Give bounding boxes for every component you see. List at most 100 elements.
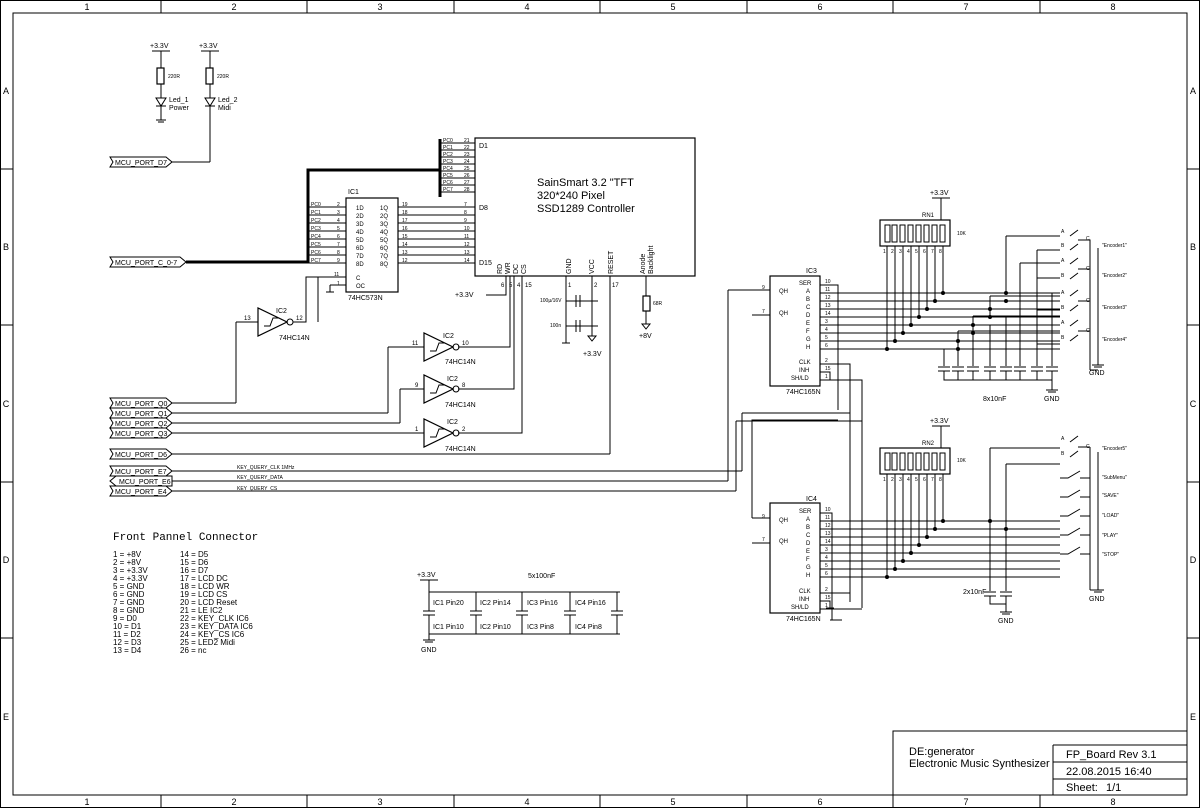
pin-number: 10 (825, 507, 831, 513)
pin-label: B (806, 525, 810, 531)
power-label: +3.3V (417, 572, 436, 579)
pin-number: 10 (464, 226, 470, 232)
pin-number: 7 (931, 249, 934, 255)
pin-label: B (1061, 273, 1065, 279)
pin-number: 1 (568, 283, 572, 289)
ic-name: RN2 (922, 441, 935, 447)
pin-number: 1 (883, 477, 886, 483)
pin-number: 17 (402, 218, 408, 224)
pin-label: 7D (356, 254, 364, 260)
sheet-label: Sheet: (1066, 782, 1098, 794)
power-label: +3.3V (455, 292, 474, 299)
pin-label: B (806, 297, 810, 303)
pin-number: 5 (915, 477, 918, 483)
pin-number: 4 (517, 283, 521, 289)
pin-label: QH (779, 311, 788, 317)
ic1-latch: IC1 74HC573N 1D 2D 3D 4D 5D 6D 7D 8D 1Q … (186, 139, 475, 322)
decoupling-caps: +3.3V GND 5x100nF IC1 Pin20 IC1 Pin10 IC… (417, 572, 623, 654)
connector-entry: 23 = KEY_DATA IC6 (180, 622, 253, 631)
connector-entry: 12 = D3 (113, 638, 142, 647)
decoupling-label: IC4 Pin16 (575, 600, 606, 607)
pin-number: 15 (525, 283, 532, 289)
pin-number: 5 (825, 335, 828, 341)
port-flag (109, 485, 173, 497)
pin-number: 21 (464, 138, 470, 144)
pin-number: 8 (939, 477, 942, 483)
grid-col-label: 2 (231, 797, 236, 807)
connector-entry: 7 = GND (113, 598, 145, 607)
ic1-name: IC1 (348, 189, 359, 196)
pin-label: QH (779, 518, 788, 524)
connector-title: Front Pannel Connector (113, 532, 258, 544)
pin-label: QH (779, 289, 788, 295)
pin-label: OC (356, 284, 366, 290)
grid-row-label: A (1190, 86, 1196, 96)
encoder-label: "Encoder3" (1102, 305, 1127, 311)
power-label: GND (421, 647, 437, 654)
pin-number: 15 (825, 366, 831, 372)
ic-name: IC2 (447, 376, 458, 383)
pin-number: 3 (825, 319, 828, 325)
pin-label: H (806, 345, 810, 351)
tft-controller: SSD1289 Controller (537, 203, 635, 215)
pin-number: 14 (825, 311, 831, 317)
ic-name: IC3 (806, 268, 817, 275)
pin-label: 1Q (380, 206, 388, 212)
ic-part: 74HC14N (445, 402, 476, 409)
ic-name: IC2 (276, 308, 287, 315)
connector-entry: 8 = GND (113, 606, 145, 615)
button-play: "PLAY" (1060, 527, 1118, 539)
grid-col-label: 4 (524, 2, 529, 12)
connector-entry: 16 = D7 (180, 566, 209, 575)
connector-col2: 14 = D5 15 = D6 16 = D7 17 = LCD DC 18 =… (180, 550, 253, 655)
pin-number: 26 (464, 173, 470, 179)
ic-part: 74HC14N (445, 446, 476, 453)
pin-label: C (356, 276, 361, 282)
ic4-shift-register: IC4 74HC165N QH QH SER A B C D E F G H C… (751, 419, 1060, 623)
pin-label: DC (513, 264, 520, 274)
pin-label: D15 (479, 260, 492, 267)
date-stamp: 22.08.2015 16:40 (1066, 766, 1152, 778)
pin-number: 23 (464, 152, 470, 158)
pin-label: 6D (356, 246, 364, 252)
grid-col-label: 3 (377, 797, 382, 807)
pin-label: 4D (356, 230, 364, 236)
port-label: MCU_PORT_D7 (115, 160, 167, 167)
pin-number: 17 (612, 283, 619, 289)
ic4-pin-labels: QH QH SER A B C D E F G H CLK INH SH/LD (779, 509, 812, 611)
pin-label: G (806, 565, 811, 571)
pin-number: 2 (462, 427, 466, 433)
pin-label: C (1086, 236, 1090, 242)
ic1-pin-numbers: 2 3 4 5 6 7 8 9 19 18 17 16 15 14 13 12 … (334, 202, 408, 287)
grid-row-label: E (1190, 712, 1196, 722)
ic4-body (769, 502, 821, 614)
pin-number: 2 (891, 477, 894, 483)
bus-label: PC2 (311, 218, 321, 224)
pin-number: 1 (337, 281, 340, 287)
tft-module: SainSmart 3.2 "TFT 320*240 Pixel SSD1289… (440, 137, 696, 434)
connector-entry: 24 = KEY_CS IC6 (180, 630, 245, 639)
grid-col-label: 2 (231, 2, 236, 12)
tft-title: SainSmart 3.2 "TFT (537, 177, 634, 189)
rn1-pin-numbers: 1 2 3 4 5 6 7 8 (883, 249, 942, 255)
tft-bottom-pins: RD WR DC CS GND VCC RESET Anode Backligh… (497, 246, 655, 274)
bus-label: PC4 (443, 166, 453, 172)
led-label: Led_2 (218, 97, 238, 104)
pin-label: 1D (356, 206, 364, 212)
signal-label: KEY_QUERY_CLK 1MHz (237, 465, 295, 471)
connector-entry: 11 = D2 (113, 630, 141, 639)
pin-label: F (806, 557, 810, 563)
pin-label: RD (497, 264, 504, 274)
button-stop: "STOP" (1060, 546, 1119, 558)
pin-label: INH (799, 597, 809, 603)
port-label: MCU_PORT_Q2 (115, 421, 167, 428)
cap-value: 2x10nF (963, 589, 986, 596)
port-label: MCU_PORT_E6 (119, 479, 171, 486)
port-flag (109, 427, 173, 439)
ic-part: 74HC14N (445, 359, 476, 366)
pin-label: D (806, 313, 811, 319)
encoder-4: A B C "Encoder4" (1061, 319, 1127, 343)
button-switches: A B C "Encoder5" "SubMenu" "SAVE" "LOAD"… (990, 435, 1127, 603)
bus-label: PC2 (443, 152, 453, 158)
pin-number: 2 (337, 202, 340, 208)
